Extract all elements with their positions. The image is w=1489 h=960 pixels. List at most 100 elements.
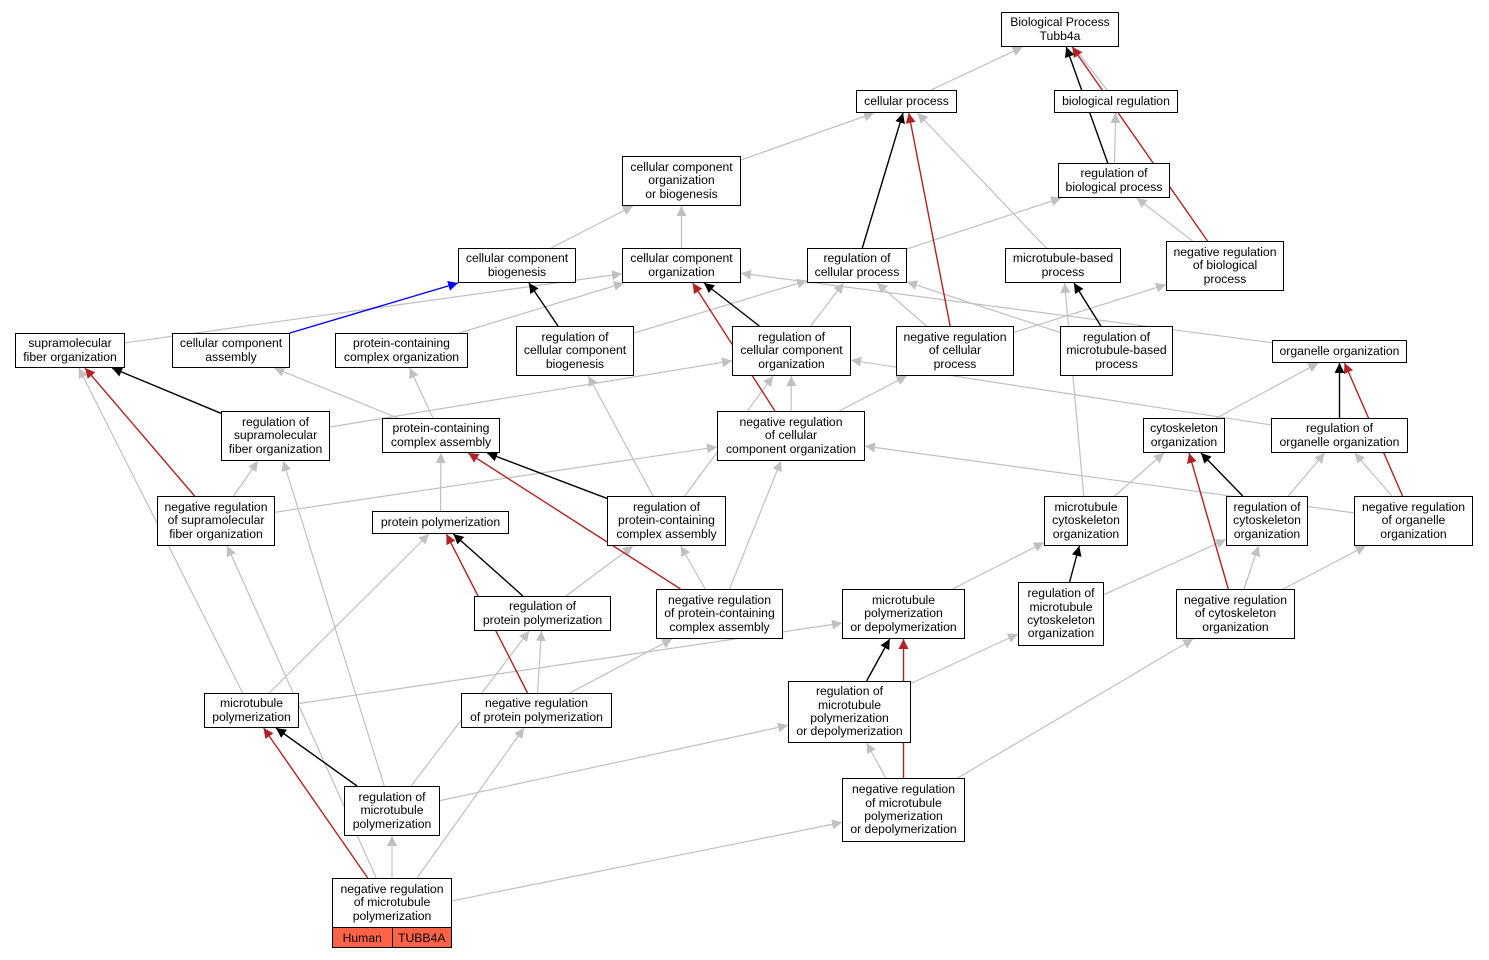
edge-rmpd-to-mpd xyxy=(865,638,891,682)
go-term-ccb[interactable]: cellular component biogenesis xyxy=(458,248,576,283)
edge-rco-to-roo xyxy=(1287,452,1326,497)
go-term-nrbp[interactable]: negative regulation of biological proces… xyxy=(1166,241,1284,291)
go-term-nrmp[interactable]: negative regulation of microtubule polym… xyxy=(332,878,452,928)
go-term-br[interactable]: biological regulation xyxy=(1054,90,1178,113)
go-term-ccob[interactable]: cellular component organization or bioge… xyxy=(622,156,741,206)
edge-cp-to-bp xyxy=(930,46,1023,91)
edge-ccob-to-cp xyxy=(740,111,875,161)
edge-nrpp-to-rpp xyxy=(535,630,546,694)
edge-rmp-to-rmpd xyxy=(439,722,789,802)
edge-rcp-to-rbp xyxy=(906,196,1062,250)
go-term-rmpd[interactable]: regulation of microtubule polymerization… xyxy=(788,681,911,743)
edge-rmp-to-rsfo xyxy=(281,460,385,787)
edge-ccb-to-ccob xyxy=(550,205,634,249)
edge-nrpcca-to-pcca xyxy=(467,452,681,590)
gene-species-cell: Human xyxy=(333,928,392,947)
go-term-cyto[interactable]: cytoskeleton organization xyxy=(1143,418,1225,453)
edge-pcco-to-cco xyxy=(458,281,625,334)
go-term-rco[interactable]: regulation of cytoskeleton organization xyxy=(1226,496,1308,546)
edge-rmco-to-mco xyxy=(1068,545,1082,583)
edge-rco-to-cyto xyxy=(1200,452,1244,497)
edge-nrpp-to-nrpcca xyxy=(569,638,673,694)
go-term-cco[interactable]: cellular component organization xyxy=(622,248,741,283)
go-term-pcco[interactable]: protein-containing complex organization xyxy=(335,333,468,368)
edge-rcco-to-cco xyxy=(703,282,760,327)
edge-nrsfo-to-nrcco xyxy=(274,443,718,513)
go-term-nrcp[interactable]: negative regulation of cellular process xyxy=(896,326,1014,376)
go-term-cp[interactable]: cellular process xyxy=(856,90,957,113)
edge-nrsfo-to-sfo xyxy=(84,367,196,497)
go-term-rcco[interactable]: regulation of cellular component organiz… xyxy=(732,326,851,376)
edge-rmco-to-rco xyxy=(1103,538,1227,596)
edge-rmbp-to-rcp xyxy=(906,280,1061,333)
edge-rcp-to-cp xyxy=(861,112,905,249)
edge-nrcp-to-cp xyxy=(905,112,951,327)
go-term-rbp[interactable]: regulation of biological process xyxy=(1058,163,1170,198)
go-term-nrcco[interactable]: negative regulation of cellular componen… xyxy=(717,411,865,461)
edge-rccb-to-ccb xyxy=(528,282,559,327)
edge-nrcco-to-nrcp xyxy=(838,375,908,412)
gene-symbol-cell: TUBB4A xyxy=(391,928,451,947)
go-term-mco[interactable]: microtubule cytoskeleton organization xyxy=(1044,496,1128,546)
edge-nrmp-to-nrpp xyxy=(416,727,525,879)
edge-cca-to-ccb xyxy=(289,281,459,334)
edge-nrpcca-to-rpcca xyxy=(680,545,706,590)
go-term-pcca[interactable]: protein-containing complex assembly xyxy=(382,418,500,453)
go-term-oo[interactable]: organelle organization xyxy=(1272,340,1407,363)
edge-mbp-to-cp xyxy=(917,112,1047,249)
go-term-rmbp[interactable]: regulation of microtubule-based process xyxy=(1060,326,1173,376)
edge-nrsfo-to-rsfo xyxy=(233,460,259,497)
go-term-nrco[interactable]: negative regulation of cytoskeleton orga… xyxy=(1176,589,1295,639)
go-term-cca[interactable]: cellular component assembly xyxy=(172,333,290,368)
edge-nrmpd-to-rmpd xyxy=(866,742,887,779)
edge-nrbp-to-rbp xyxy=(1136,197,1193,242)
go-term-mpd[interactable]: microtubule polymerization or depolymeri… xyxy=(842,589,965,639)
go-term-nroo[interactable]: negative regulation of organelle organiz… xyxy=(1354,496,1473,546)
edge-rpp-to-pp xyxy=(452,533,524,597)
edge-nrmpd-to-nrco xyxy=(957,638,1194,779)
edge-nrmp-to-nrmpd xyxy=(451,819,843,902)
go-term-mp[interactable]: microtubule polymerization xyxy=(204,693,299,728)
edge-nrcp-to-rcp xyxy=(876,282,927,327)
edge-rsfo-to-rcco xyxy=(329,357,733,428)
edge-mco-to-cyto xyxy=(1114,452,1165,497)
edge-pcca-to-pcco xyxy=(409,367,434,419)
go-term-rcp[interactable]: regulation of cellular process xyxy=(807,248,907,283)
edge-rpcca-to-rccb xyxy=(587,375,654,497)
go-term-nrpp[interactable]: negative regulation of protein polymeriz… xyxy=(461,693,612,728)
gene-annotation-table: Human TUBB4A xyxy=(332,928,452,948)
edge-pcca-to-cca xyxy=(274,367,398,419)
go-term-rmco[interactable]: regulation of microtubule cytoskeleton o… xyxy=(1018,582,1104,646)
edge-rpcca-to-pcca xyxy=(486,451,608,500)
go-term-nrsfo[interactable]: negative regulation of supramolecular fi… xyxy=(157,496,275,546)
edge-mpd-to-mco xyxy=(952,541,1045,590)
edge-rbp-to-br xyxy=(1110,112,1121,164)
go-term-sfo[interactable]: supramolecular fiber organization xyxy=(15,333,125,368)
edge-rsfo-to-sfo xyxy=(111,367,222,414)
edge-nrmp-to-mp xyxy=(263,727,369,879)
edge-nrpcca-to-nrcco xyxy=(728,460,782,590)
edge-nrbp-to-bp xyxy=(1071,46,1209,242)
edge-rccb-to-rcp xyxy=(633,278,808,334)
go-term-nrpcca[interactable]: negative regulation of protein-containin… xyxy=(656,589,783,639)
go-term-rpp[interactable]: regulation of protein polymerization xyxy=(474,596,611,631)
go-term-rccb[interactable]: regulation of cellular component biogene… xyxy=(516,326,634,376)
go-term-bp[interactable]: Biological Process Tubb4a xyxy=(1001,12,1119,47)
edge-oo-to-cco xyxy=(740,269,1273,344)
edge-nrco-to-rco xyxy=(1243,545,1261,590)
go-term-nrmpd[interactable]: negative regulation of microtubule polym… xyxy=(842,778,965,842)
go-term-mbp[interactable]: microtubule-based process xyxy=(1005,248,1121,283)
edge-nrco-to-nroo xyxy=(1283,545,1366,590)
edge-nroo-to-roo xyxy=(1354,452,1393,497)
go-term-roo[interactable]: regulation of organelle organization xyxy=(1271,418,1408,453)
edge-rmp-to-mp xyxy=(275,727,358,787)
go-term-rmp[interactable]: regulation of microtubule polymerization xyxy=(344,786,440,836)
go-term-rpcca[interactable]: regulation of protein-containing complex… xyxy=(607,496,726,546)
edge-rcco-to-rcp xyxy=(810,282,845,327)
go-term-pp[interactable]: protein polymerization xyxy=(372,511,509,534)
edge-nrco-to-cyto xyxy=(1187,452,1229,590)
go-term-rsfo[interactable]: regulation of supramolecular fiber organ… xyxy=(221,411,330,461)
edge-rmpd-to-rmco xyxy=(910,633,1019,685)
edge-rmbp-to-mbp xyxy=(1073,282,1102,327)
